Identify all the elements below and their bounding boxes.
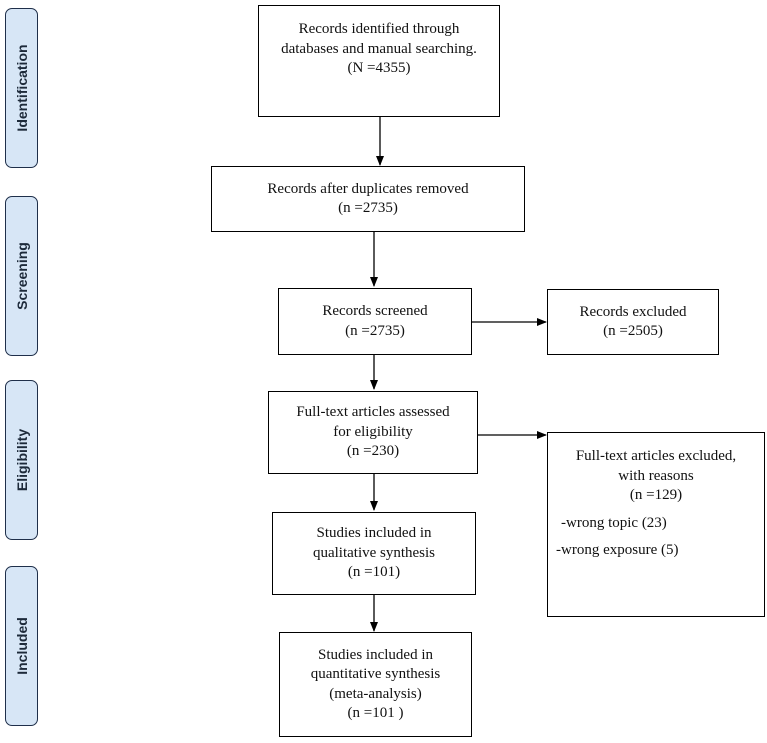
- fulltext-excluded-line1: Full-text articles excluded,: [575, 448, 737, 464]
- screened-count: (n =2735): [345, 322, 405, 339]
- excluded-line1: Records excluded: [579, 303, 687, 320]
- reason-wrong-topic: -wrong topic (23): [561, 514, 667, 531]
- quantitative-line2: quantitative synthesis: [310, 666, 441, 682]
- stage-identification: Identification: [5, 8, 38, 168]
- identified-line2: databases and manual searching.: [281, 40, 477, 57]
- quantitative-line3: (meta-analysis): [329, 685, 422, 702]
- fulltext-excluded-line2: with reasons: [618, 467, 694, 484]
- box-records-screened: Records screened (n =2735): [278, 288, 472, 355]
- excluded-count: (n =2505): [603, 323, 663, 339]
- box-fulltext-assessed: Full-text articles assessed for eligibil…: [268, 391, 478, 474]
- box-quantitative-synthesis: Studies included in quantitative synthes…: [279, 632, 472, 737]
- stage-included: Included: [5, 566, 38, 726]
- qualitative-line2: qualitative synthesis: [312, 544, 436, 561]
- qualitative-count: (n =101): [347, 564, 401, 581]
- stage-screening: Screening: [5, 196, 38, 356]
- qualitative-line1: Studies included in: [316, 525, 432, 542]
- fulltext-line2: for eligibility: [333, 423, 413, 440]
- reason-wrong-exposure: -wrong exposure (5): [556, 542, 679, 558]
- fulltext-line1: Full-text articles assessed: [296, 404, 450, 421]
- box-fulltext-excluded: Full-text articles excluded, with reason…: [547, 432, 765, 617]
- duplicates-count: (n =2735): [338, 200, 398, 216]
- quantitative-line1: Studies included in: [318, 646, 433, 663]
- fulltext-excluded-count: (n =129): [629, 487, 683, 503]
- screened-line1: Records screened: [322, 303, 428, 319]
- duplicates-line1: Records after duplicates removed: [267, 180, 469, 197]
- box-records-excluded: Records excluded (n =2505): [547, 289, 719, 355]
- identified-count: (N =4355): [347, 60, 411, 76]
- box-records-identified: Records identified through databases and…: [258, 5, 500, 117]
- fulltext-count: (n =230): [346, 443, 400, 460]
- stage-eligibility: Eligibility: [5, 380, 38, 540]
- quantitative-count: (n =101 ): [347, 705, 404, 721]
- identified-line1: Records identified through: [298, 21, 460, 37]
- box-qualitative-synthesis: Studies included in qualitative synthesi…: [272, 512, 476, 595]
- box-duplicates-removed: Records after duplicates removed (n =273…: [211, 166, 525, 232]
